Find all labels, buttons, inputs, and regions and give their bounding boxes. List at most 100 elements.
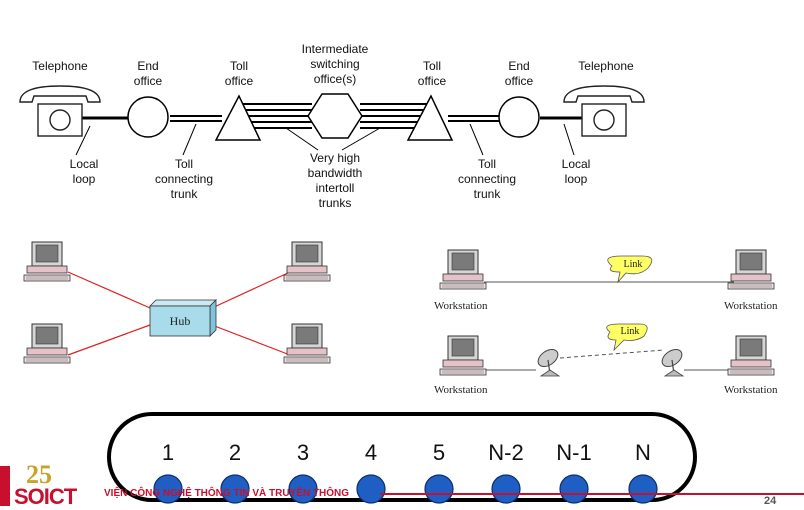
- intertoll-label: Very high bandwidth intertoll trunks: [295, 151, 375, 211]
- ring-node-label: N: [635, 440, 651, 465]
- label-line: Local: [561, 157, 591, 171]
- computer-icon: [23, 241, 71, 282]
- left-trunk-pointer: [182, 123, 197, 156]
- anniversary-logo: 25: [26, 460, 52, 489]
- intermediate-switching-office-icon: [307, 93, 363, 139]
- left-toll-office-label: Toll office: [209, 59, 269, 89]
- label-line: trunk: [170, 187, 198, 201]
- hub-box: [149, 305, 211, 337]
- left-trunk-label: Toll connecting trunk: [144, 157, 224, 202]
- left-end-office-icon: [127, 96, 169, 138]
- wireless-link-diagram: [439, 323, 775, 377]
- satellite-dish-icon: [534, 345, 562, 377]
- right-toll-office-icon: [406, 94, 454, 141]
- ring-node-label: 5: [432, 440, 446, 465]
- wireless-link-bubble: [606, 323, 648, 352]
- right-telephone-label: Telephone: [578, 59, 634, 73]
- workstation-icon: [439, 335, 487, 376]
- wired-link-label: Link: [623, 259, 643, 270]
- label-line: office(s): [313, 72, 357, 86]
- label-line: Toll: [174, 157, 193, 171]
- ring-node: [491, 474, 521, 504]
- label-line: Toll: [229, 59, 248, 73]
- hub-box-side: [209, 299, 217, 337]
- ring-node: [356, 474, 386, 504]
- intertoll-pointer-left: [285, 127, 319, 151]
- label-line: End: [508, 59, 530, 73]
- workstation-icon: [727, 335, 775, 376]
- right-loop-pointer: [563, 123, 575, 156]
- label-line: bandwidth: [307, 166, 363, 180]
- ring-node-label: 4: [364, 440, 378, 465]
- satellite-dish-icon: [658, 345, 686, 377]
- left-telephone-icon: [19, 85, 101, 137]
- star-link-top-left: [67, 271, 151, 309]
- ring-nodes: [153, 474, 658, 504]
- workstation-label: Workstation: [724, 384, 778, 396]
- ring-node-label: 1: [161, 440, 175, 465]
- wireless-beam: [559, 349, 665, 359]
- left-loop-pointer: [75, 125, 91, 156]
- ring-node: [628, 474, 658, 504]
- right-end-office-label: End office: [489, 59, 549, 89]
- hub-label: Hub: [169, 314, 191, 328]
- label-line: Local: [69, 157, 99, 171]
- workstation-label: Workstation: [434, 300, 488, 312]
- page-number: 24: [764, 495, 777, 507]
- left-toll-office-icon: [214, 94, 262, 141]
- label-line: Toll: [477, 157, 496, 171]
- workstation-icon: [439, 249, 487, 290]
- computer-icon: [23, 323, 71, 364]
- left-local-loop-label: Local loop: [56, 157, 112, 187]
- star-link-top-right: [211, 271, 291, 309]
- label-line: Intermediate: [301, 42, 369, 56]
- label-line: loop: [564, 172, 588, 186]
- intermediate-office-label: Intermediate switching office(s): [285, 42, 385, 87]
- intertoll-pointer-right: [341, 127, 381, 151]
- left-end-office-label: End office: [118, 59, 178, 89]
- institute-name: VIỆN CÔNG NGHỆ THÔNG TIN VÀ TRUYỀN THÔNG: [104, 488, 350, 499]
- ring-topology: [107, 412, 697, 504]
- ring-node: [153, 474, 183, 504]
- telephone-network: [19, 85, 645, 156]
- label-line: trunk: [473, 187, 501, 201]
- ring-node: [288, 474, 318, 504]
- label-line: office: [417, 74, 447, 88]
- workstation-icon: [727, 249, 775, 290]
- label-line: connecting: [154, 172, 214, 186]
- right-toll-office-label: Toll office: [402, 59, 462, 89]
- label-line: End: [137, 59, 159, 73]
- right-telephone-icon: [563, 85, 645, 137]
- workstation-label: Workstation: [434, 384, 488, 396]
- left-telephone-label: Telephone: [32, 59, 88, 73]
- computer-icon: [283, 323, 331, 364]
- label-line: trunks: [318, 196, 352, 210]
- footer-left-bar: [0, 466, 10, 506]
- ring-node-label: N-2: [488, 440, 524, 465]
- label-line: loop: [72, 172, 96, 186]
- star-link-bottom-right: [211, 324, 291, 356]
- ring-node-label: 2: [228, 440, 242, 465]
- soict-logo: SOICT: [14, 484, 77, 509]
- ring-node-label: N-1: [556, 440, 592, 465]
- computer-icon: [283, 241, 331, 282]
- right-trunk-pointer: [469, 123, 484, 156]
- label-line: office: [224, 74, 254, 88]
- label-line: Toll: [422, 59, 441, 73]
- right-local-loop-label: Local loop: [548, 157, 604, 187]
- star-topology: [23, 241, 331, 364]
- label-line: office: [133, 74, 163, 88]
- label-line: intertoll: [315, 181, 355, 195]
- label-line: switching: [310, 57, 360, 71]
- right-end-office-icon: [498, 96, 540, 138]
- ring-node: [559, 474, 589, 504]
- hub-box-top: [149, 299, 217, 307]
- workstation-label: Workstation: [724, 300, 778, 312]
- wireless-link-label: Link: [620, 326, 640, 337]
- label-line: Very high: [309, 151, 361, 165]
- wired-link-diagram: [439, 249, 775, 290]
- wired-link-bubble: [607, 255, 653, 284]
- right-trunk-label: Toll connecting trunk: [447, 157, 527, 202]
- ring-node: [424, 474, 454, 504]
